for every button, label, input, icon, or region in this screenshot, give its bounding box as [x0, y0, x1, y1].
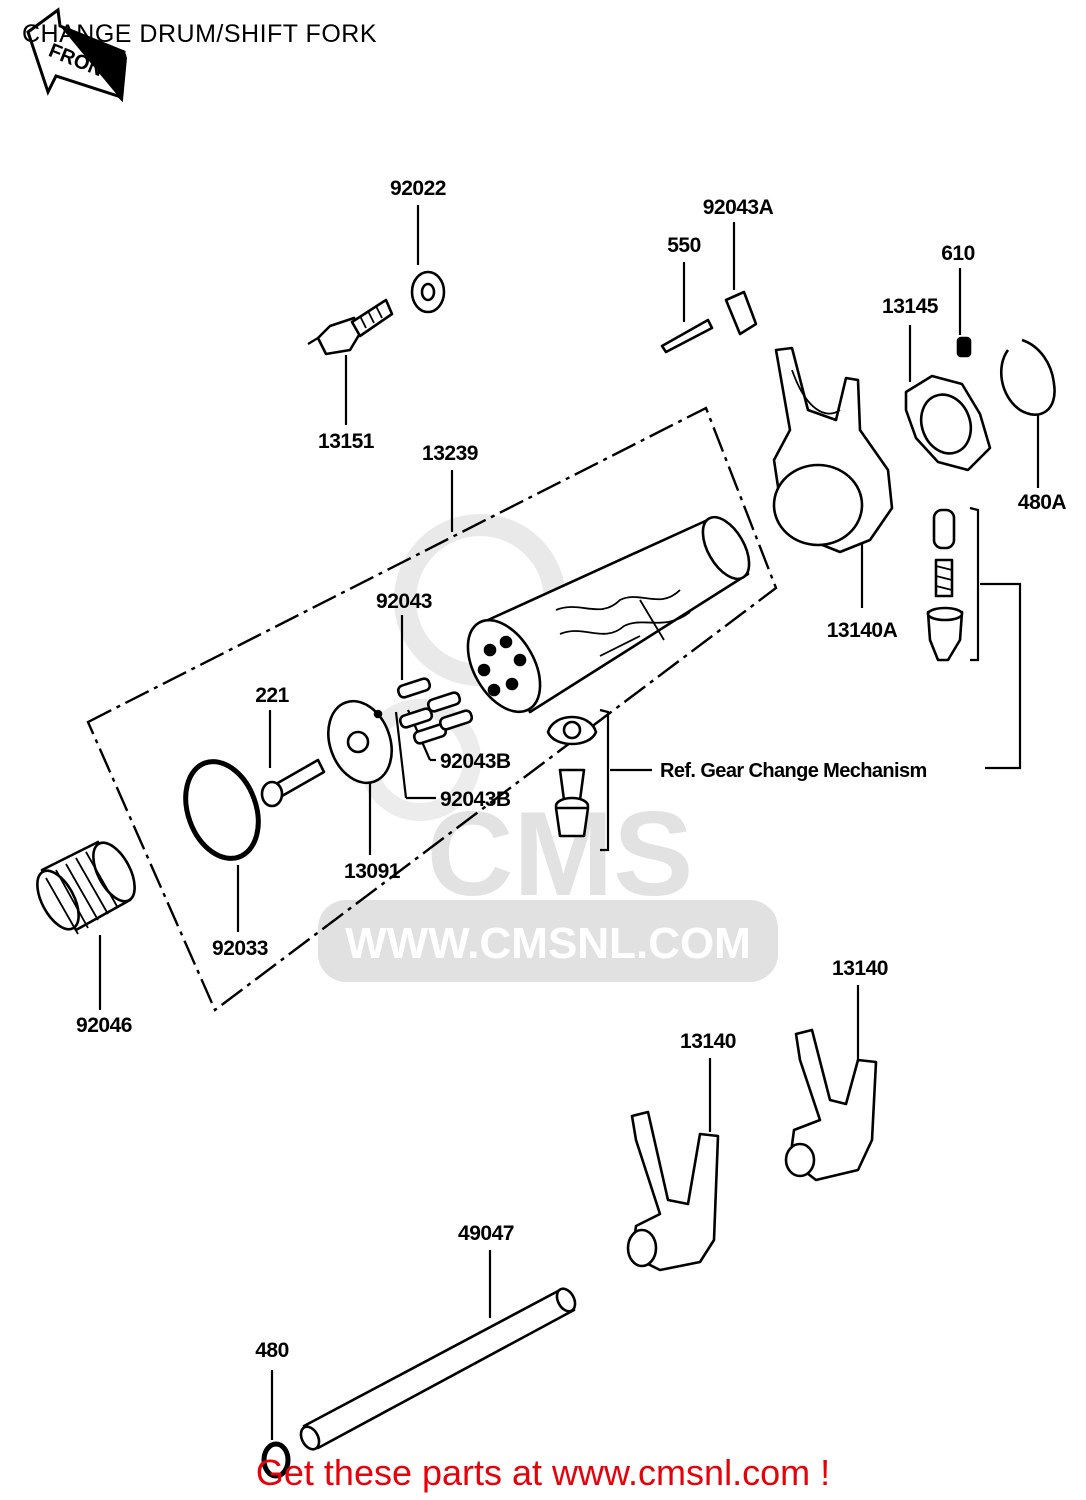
change-drum-13239: [466, 515, 751, 714]
plate-13145: [904, 374, 992, 472]
drum-assembly-outline: [86, 406, 778, 1012]
label-13091: 13091: [344, 860, 401, 883]
pins-92043: [396, 677, 474, 745]
shift-fork-13140-left: [626, 1110, 720, 1272]
label-480A: 480A: [1018, 491, 1067, 514]
watermark-logo: WWW.CMSNL.COM CMS: [318, 514, 778, 982]
washer-92022: [410, 270, 446, 314]
snap-ring-92033: [183, 759, 261, 861]
label-92033: 92033: [212, 937, 268, 960]
ref-gear-change-label: Ref. Gear Change Mechanism: [660, 760, 927, 782]
label-92043B-upper: 92043B: [440, 750, 511, 773]
circlip-480: [261, 1441, 291, 1479]
pin-92043A: [724, 290, 758, 336]
part-labels: 92022 13151 13239 92043A 550 610 13145 4…: [76, 177, 1067, 1362]
label-13239: 13239: [422, 442, 478, 465]
ref-gear-change-parts: [546, 715, 598, 838]
label-92043B-lower: 92043B: [440, 788, 511, 811]
footer-link-text[interactable]: Get these parts at www.cmsnl.com !: [255, 1452, 831, 1493]
label-13151: 13151: [318, 430, 375, 453]
label-92043A: 92043A: [703, 196, 774, 219]
label-92022: 92022: [390, 177, 446, 200]
bolt-221: [260, 758, 326, 808]
label-550: 550: [667, 234, 701, 257]
shaft-49047: [299, 1287, 577, 1451]
shift-fork-13140-right: [784, 1028, 878, 1182]
label-13140A: 13140A: [827, 619, 898, 642]
watermark-url: WWW.CMSNL.COM: [345, 919, 751, 968]
diagram-title: CHANGE DRUM/SHIFT FORK: [22, 20, 377, 48]
needle-bearing-92046: [36, 840, 136, 935]
label-480: 480: [255, 1339, 289, 1362]
label-92043: 92043: [376, 590, 432, 613]
shift-fork-13140A: [772, 346, 894, 554]
circlip-480A: [1000, 338, 1056, 416]
pin-550: [660, 318, 714, 354]
pin-610: [956, 336, 972, 358]
neutral-switch-13151: [307, 298, 394, 356]
label-13140-right: 13140: [832, 957, 888, 980]
label-92046: 92046: [76, 1014, 132, 1037]
front-arrow: FRONT: [26, 7, 128, 103]
label-221: 221: [255, 684, 289, 707]
detent-assembly: [926, 508, 964, 662]
cam-plate-13091: [327, 699, 393, 785]
label-13145: 13145: [882, 295, 939, 318]
label-49047: 49047: [458, 1222, 514, 1245]
label-610: 610: [941, 242, 975, 265]
label-13140-left: 13140: [680, 1030, 736, 1053]
